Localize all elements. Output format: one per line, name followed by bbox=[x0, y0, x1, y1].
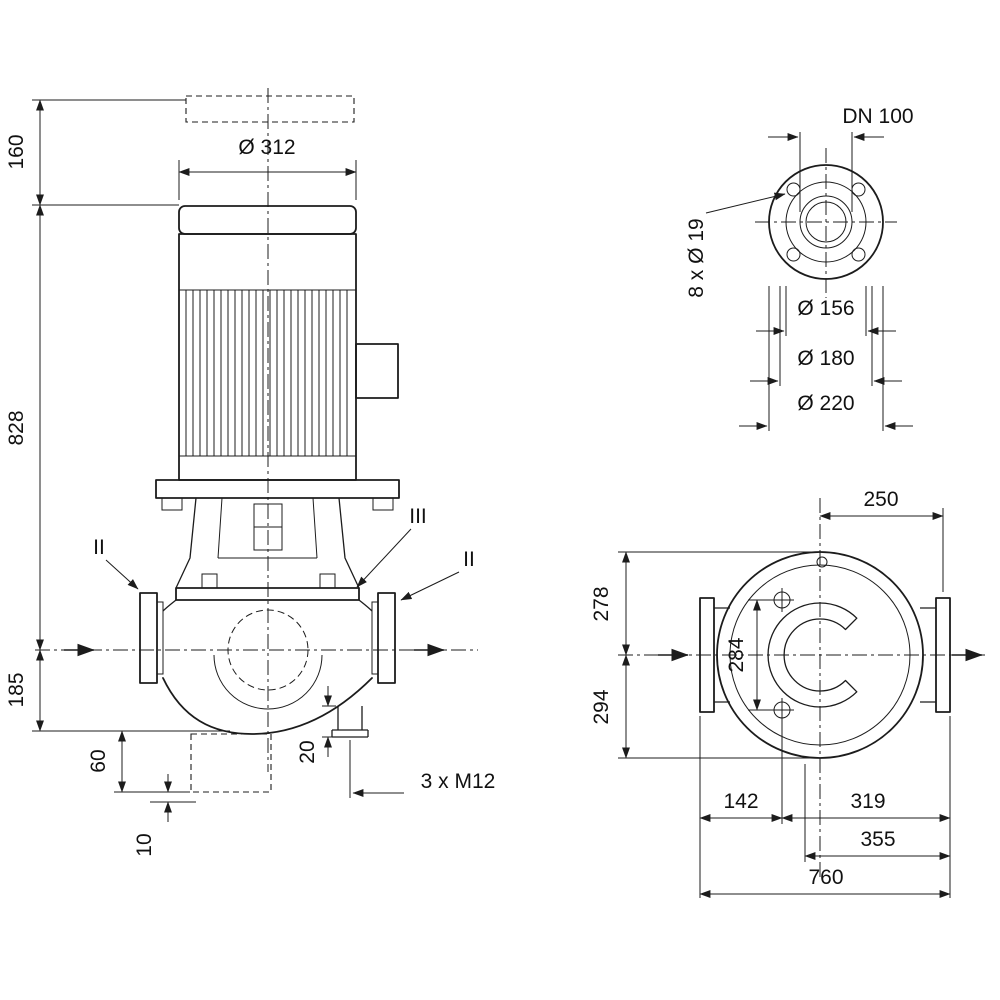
lantern-bracket bbox=[155, 479, 400, 589]
plan-view: 250 278 294 284 142 319 355 bbox=[590, 488, 985, 898]
dim-180: Ø 180 bbox=[750, 286, 902, 386]
plan-discharge-flange bbox=[935, 597, 951, 713]
dim-284-label: 284 bbox=[725, 637, 748, 672]
dim-355-label: 355 bbox=[860, 828, 895, 851]
dim-10-label: 10 bbox=[133, 833, 156, 856]
suction-flange bbox=[139, 592, 158, 684]
plan-bottom-dimensions: 142 319 355 760 bbox=[699, 716, 951, 898]
dim-312-label: Ø 312 bbox=[238, 136, 295, 159]
top-boss bbox=[816, 556, 828, 568]
motor-stool-window bbox=[767, 602, 858, 708]
dim-278-label: 278 bbox=[590, 586, 613, 621]
dim-319-label: 319 bbox=[850, 790, 885, 813]
dim-250: 250 bbox=[819, 488, 944, 592]
discharge-flange bbox=[377, 592, 396, 684]
dim-220: Ø 220 bbox=[739, 286, 913, 431]
dim-DN100: DN 100 bbox=[768, 105, 914, 212]
foot-phantom bbox=[190, 733, 272, 793]
dim-220-label: Ø 220 bbox=[797, 392, 854, 415]
dim-156: Ø 156 bbox=[756, 286, 896, 336]
dim-250-label: 250 bbox=[863, 488, 898, 511]
impeller-hidden-line bbox=[227, 609, 309, 691]
dim-bolt-circle: 8 x Ø 19 bbox=[685, 192, 786, 298]
dim-294-label: 294 bbox=[590, 689, 613, 724]
pump-casing bbox=[139, 573, 396, 793]
dim-bolts-label: 8 x Ø 19 bbox=[685, 218, 708, 297]
flange-view: DN 100 8 x Ø 19 Ø 156 Ø 180 Ø 220 bbox=[685, 105, 914, 431]
section-II-left-label: II bbox=[93, 536, 105, 559]
dim-142-label: 142 bbox=[723, 790, 758, 813]
drain-dimensions: 20 3 x M12 bbox=[296, 686, 495, 798]
plan-suction-flange bbox=[699, 597, 715, 713]
dim-20-label: 20 bbox=[296, 740, 319, 763]
dim-312: Ø 312 bbox=[178, 136, 357, 200]
dim-760-label: 760 bbox=[808, 866, 843, 889]
section-III-label: III bbox=[409, 505, 427, 528]
plan-bolt-holes bbox=[770, 588, 794, 722]
dim-160-label: 160 bbox=[5, 134, 28, 169]
motor-fins bbox=[185, 290, 348, 456]
bottom-dimensions: 60 10 bbox=[87, 730, 196, 857]
motor bbox=[178, 205, 399, 481]
motor-envelope-phantom bbox=[185, 95, 355, 123]
terminal-box bbox=[355, 343, 399, 399]
dim-3xM12-label: 3 x M12 bbox=[421, 770, 496, 793]
section-marks: II III II bbox=[93, 505, 475, 601]
dim-180-label: Ø 180 bbox=[797, 347, 854, 370]
section-II-right-label: II bbox=[463, 548, 475, 571]
dim-284: 284 bbox=[725, 599, 772, 711]
dim-156-label: Ø 156 bbox=[797, 297, 854, 320]
dim-DN100-label: DN 100 bbox=[842, 105, 913, 128]
dim-278-294: 278 294 bbox=[590, 551, 812, 759]
volute-outer bbox=[716, 551, 924, 759]
dim-60-label: 60 bbox=[87, 749, 110, 772]
drain-port bbox=[331, 706, 369, 738]
front-view: Ø 312 160 828 185 60 10 bbox=[5, 88, 495, 857]
dim-185-label: 185 bbox=[5, 672, 28, 707]
flange-outer-circle bbox=[768, 164, 884, 280]
volute-inner bbox=[729, 564, 911, 746]
dim-828-label: 828 bbox=[5, 410, 28, 445]
left-dimensions: 160 828 185 bbox=[5, 99, 230, 732]
